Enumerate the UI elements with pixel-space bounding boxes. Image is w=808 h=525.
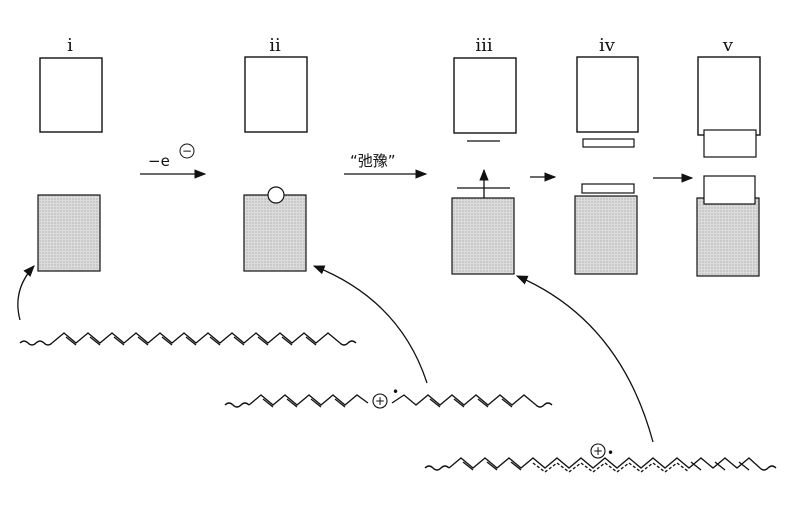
conduction-band-iii xyxy=(453,57,517,134)
stage-label-i: i xyxy=(67,35,73,56)
neutral-polyene-chain xyxy=(19,332,357,346)
delocalized-charge-circle xyxy=(590,443,606,459)
stage-label-ii: ii xyxy=(269,35,281,56)
gap-state-lower-iv xyxy=(581,183,635,194)
polaron-charge-circle xyxy=(372,393,388,409)
valence-band-ii xyxy=(243,194,307,272)
pointer-arrow-to-ii xyxy=(312,265,428,384)
delocalized-radical-dot: • xyxy=(607,446,614,460)
stage-label-iii: iii xyxy=(475,35,493,56)
delocalized-charge-symbol: + xyxy=(593,444,603,458)
conduction-band-iv xyxy=(576,56,639,133)
valence-band-v xyxy=(696,197,760,277)
band-tail-lower-v xyxy=(703,175,756,205)
valence-band-iii xyxy=(451,197,515,275)
hole-circle xyxy=(267,186,285,204)
relaxation-label: “弛豫” xyxy=(350,152,396,170)
polaron-charge-symbol: + xyxy=(375,394,385,408)
stage-label-v: v xyxy=(722,35,734,56)
conduction-band-ii xyxy=(244,56,308,133)
polaron-radical-dot: • xyxy=(392,385,399,399)
band-tail-upper-v xyxy=(703,129,757,158)
pointer-arrow-to-iii xyxy=(515,275,654,443)
delocalized-polaron-chain xyxy=(424,457,777,473)
valence-band-iv xyxy=(574,195,638,275)
polaron-chain xyxy=(224,394,553,408)
conduction-band-v xyxy=(697,56,761,136)
stage-label-iv: iv xyxy=(599,35,616,56)
conduction-band-i xyxy=(39,57,103,133)
pointer-arrow-to-i xyxy=(17,265,35,321)
gap-state-upper-iv xyxy=(582,138,635,148)
electron-charge-circle xyxy=(179,143,195,159)
valence-band-i xyxy=(37,194,101,272)
oxidation-label: −e xyxy=(148,152,170,170)
electron-charge-symbol: − xyxy=(182,144,192,158)
